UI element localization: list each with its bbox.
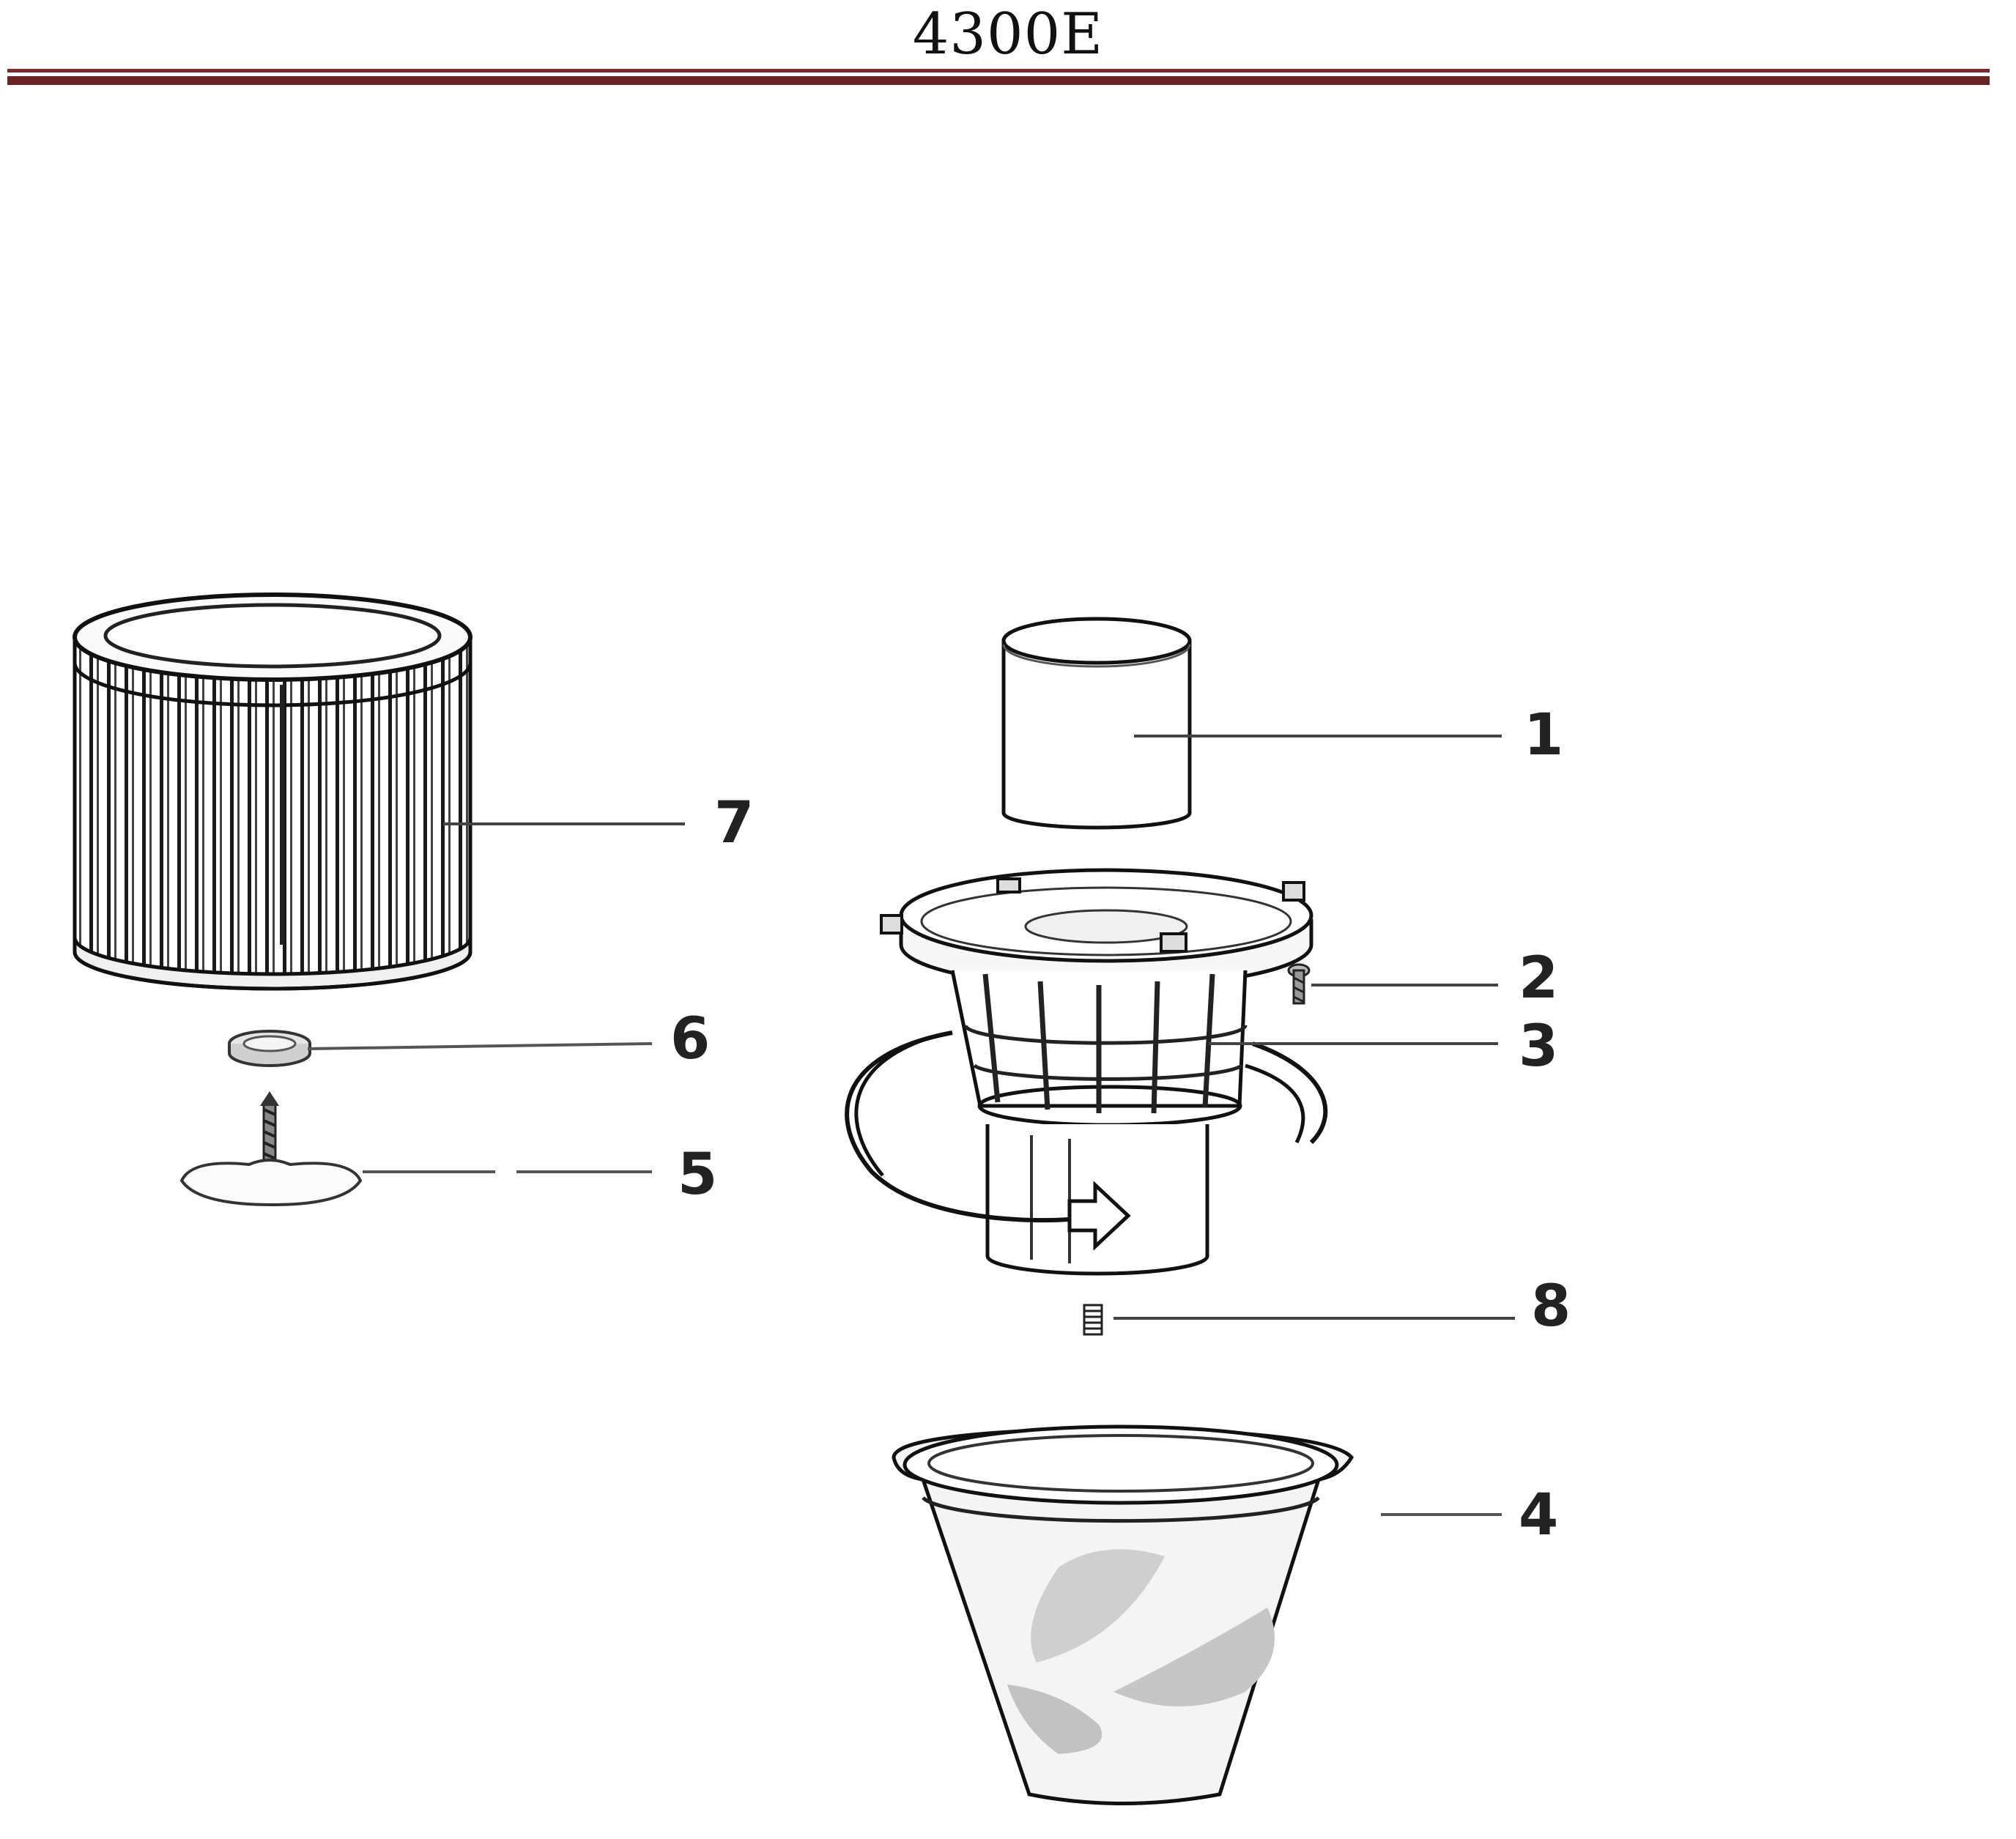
callout-5: 5: [678, 1142, 717, 1208]
header-rule-thin: [7, 69, 1990, 73]
filter-cap-part: [228, 1030, 311, 1067]
callout-2: 2: [1519, 945, 1558, 1011]
callout-6: 6: [670, 1006, 710, 1072]
foam-sleeve-part: [1001, 617, 1192, 830]
header-rule-thick: [7, 76, 1990, 85]
callout-7: 7: [714, 790, 754, 856]
model-title: 4300E: [912, 1, 1104, 67]
callout-1: 1: [1524, 702, 1563, 768]
spring-part: [1083, 1304, 1103, 1336]
leader-line-6: [307, 1042, 653, 1050]
callout-3: 3: [1519, 1014, 1558, 1080]
float-cage-part: [845, 868, 1328, 1276]
filter-support-plate-part: [179, 1091, 363, 1207]
callout-8: 8: [1531, 1274, 1571, 1340]
cartridge-filter-part: [73, 592, 472, 991]
callout-4: 4: [1519, 1482, 1558, 1548]
screw-part: [1287, 963, 1311, 1005]
filter-bag-part: [892, 1424, 1354, 1805]
